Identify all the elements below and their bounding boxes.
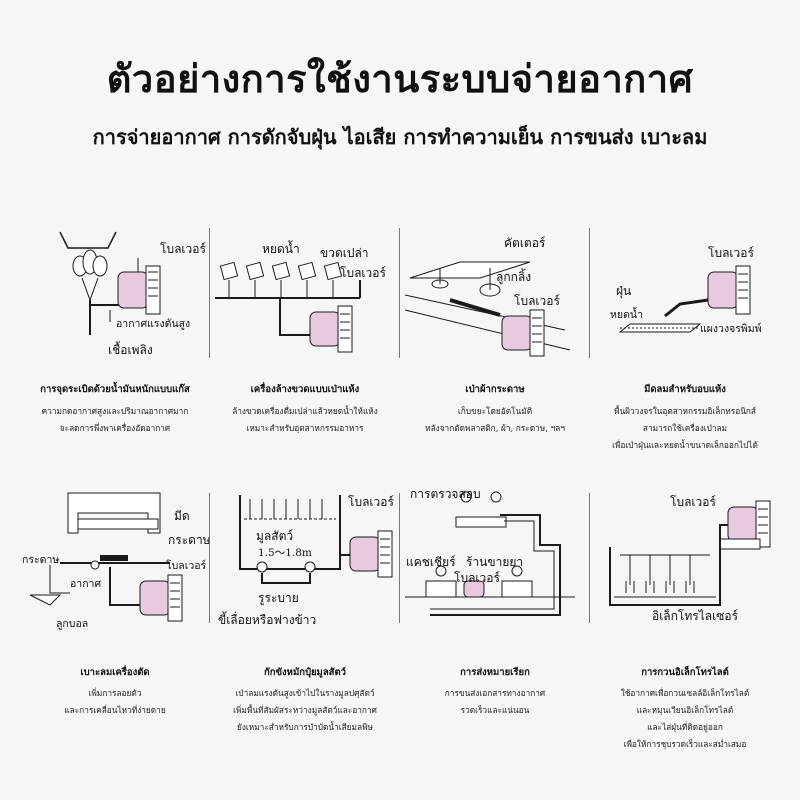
description-line: รวดเร็วและแน่นอน	[460, 705, 530, 715]
description: ความกดอากาศสูงและปริมาณอากาศมาก จะลดการพ…	[20, 403, 210, 437]
air-knife-diagram: โบลเวอร์ ฝุ่น หยดน้ำ แผงวงจรพิมพ์	[590, 220, 780, 365]
label-paper-right: กระดาษ	[168, 533, 211, 547]
description-line: สามารถใช้เครื่องเป่าลม	[642, 423, 728, 433]
blower-icon	[117, 265, 161, 315]
label-fuel: เชื้อเพลิง	[108, 343, 153, 357]
paper-blowing-drawing	[404, 261, 571, 357]
label-cutter: คัตเตอร์	[504, 236, 546, 250]
label-drain-hole: รูระบาย	[258, 591, 299, 605]
description-line: เหมาะสำหรับอุตสาหกรรมอาหาร	[246, 423, 364, 433]
pneumatic-tube-diagram: การตรวจสอบ แคชเชียร์ ร้านขายยา โบลเวอร์	[400, 485, 590, 630]
air-knife-drawing	[618, 265, 751, 333]
description: การขนส่งเอกสารทางอากาศ รวดเร็วและแน่นอน	[400, 685, 590, 719]
cell-divider	[209, 228, 210, 358]
label-blower: โบลเวอร์	[514, 294, 560, 308]
blower-icon	[707, 265, 751, 315]
description-line: ใช้อากาศเพื่อกวนเซลล์อิเล็กโทรไลต์	[620, 688, 750, 698]
description-line: ความกดอากาศสูงและปริมาณอากาศมาก	[41, 406, 189, 416]
blower-icon	[349, 530, 393, 578]
blower-icon	[139, 574, 183, 622]
description-line: เพื่อให้การชุบรวดเร็วและสม่ำเสมอ	[623, 739, 747, 749]
caption: มีดลมสำหรับอบแห้ง	[644, 384, 726, 395]
description-line: เพิ่มการลอยตัว	[88, 688, 142, 698]
description-line: จะลดการพึ่งพาเครื่องอัดอากาศ	[59, 423, 171, 433]
label-roller: ลูกกลิ้ง	[496, 270, 532, 284]
caption: เป่าผ้ากระดาษ	[465, 384, 525, 395]
blower-icon	[309, 305, 353, 353]
description-line: และการเคลื่อนไหวที่ง่ายดาย	[64, 705, 166, 715]
caption: การส่งหมายเรียก	[460, 667, 530, 678]
cell-divider	[399, 228, 400, 358]
label-dust: ฝุ่น	[616, 284, 632, 298]
description-line: และหมุนเวียนอิเล็กโทรไลต์	[636, 705, 734, 715]
pneumatic-tube-drawing	[405, 491, 575, 616]
description-line: เพื่อเป่าฝุ่นและหยดน้ำขนาดเล็กออกไปได้	[612, 440, 758, 450]
label-electrolyzer: อิเล็กโทรไลเซอร์	[652, 609, 739, 623]
air-cushion-drawing	[29, 492, 183, 622]
electrolyte-drawing	[609, 500, 771, 606]
label-water-drop: หยดน้ำ	[262, 242, 300, 256]
label-ball: ลูกบอล	[56, 618, 89, 630]
description-line: พื้นผิววงจรในอุตสาหกรรมอิเล็กทรอนิกส์	[614, 406, 756, 416]
description: เป่าลมแรงดันสูงเข้าไปในรางมูลปศุสัตว์ เพ…	[210, 685, 400, 736]
blower-icon	[501, 309, 545, 357]
description-line: เป่าลมแรงดันสูงเข้าไปในรางมูลปศุสัตว์	[235, 688, 375, 698]
description-line: หลังจากตัดพลาสติก, ผ้า, กระดาษ, ฯลฯ	[425, 423, 565, 433]
description-line: เพิ่มพื้นที่สัมผัสระหว่างมูลสัตว์และอากา…	[233, 705, 377, 715]
description-line: ยังเหมาะสำหรับการบำบัดน้ำเสียมลพิษ	[236, 722, 374, 732]
label-blower: โบลเวอร์	[348, 495, 394, 509]
description-line: และไล่ฝุ่นที่ติดอยู่ออก	[647, 722, 723, 732]
label-empty-bottle: ขวดเปล่า	[320, 246, 369, 260]
cell-divider	[589, 493, 590, 623]
label-depth: 1.5〜1.8m	[258, 547, 312, 559]
description: เก็บขยะโดยอัตโนมัติ หลังจากตัดพลาสติก, ผ…	[400, 403, 590, 437]
label-pharmacy: ร้านขายยา	[466, 555, 524, 569]
label-blower: โบลเวอร์	[160, 242, 206, 256]
label-manure: มูลสัตว์	[256, 529, 294, 543]
label-high-pressure-air: อากาศแรงดันสูง	[116, 318, 191, 330]
cell-divider	[209, 493, 210, 623]
label-inspection: การตรวจสอบ	[410, 487, 481, 501]
label-knife: มีด	[174, 509, 190, 523]
description: ล้างขวดเครื่องดื่มเปล่าแล้วหยดน้ำให้แห้ง…	[210, 403, 400, 437]
page-title: ตัวอย่างการใช้งานระบบจ่ายอากาศ	[106, 57, 694, 101]
label-blower: โบลเวอร์	[454, 571, 500, 585]
description: เพิ่มการลอยตัว และการเคลื่อนไหวที่ง่ายดา…	[20, 685, 210, 719]
paper-blowing-diagram: คัตเตอร์ ลูกกลิ้ง โบลเวอร์	[400, 220, 590, 365]
label-sawdust-straw: ขี้เลื่อยหรือฟางข้าว	[218, 613, 317, 627]
label-water-droplet: หยดน้ำ	[610, 309, 643, 321]
description-line: ล้างขวดเครื่องดื่มเปล่าแล้วหยดน้ำให้แห้ง	[232, 406, 378, 416]
cell-divider	[399, 493, 400, 623]
manure-composting-drawing	[239, 495, 393, 584]
caption: การจุดระเบิดด้วยน้ำมันหนักแบบแก๊ส	[40, 384, 190, 395]
label-air: อากาศ	[70, 578, 102, 590]
manure-composting-diagram: โบลเวอร์ มูลสัตว์ 1.5〜1.8m รูระบาย ขี้เล…	[210, 485, 400, 630]
label-cashier: แคชเชียร์	[406, 555, 456, 569]
cell-divider	[589, 228, 590, 358]
caption: กักขังหมักปุ๋ยมูลสัตว์	[264, 667, 346, 678]
gas-ignition-drawing	[59, 231, 161, 335]
description-line: เก็บขยะโดยอัตโนมัติ	[457, 406, 533, 416]
label-blower: โบลเวอร์	[166, 560, 207, 572]
description: ใช้อากาศเพื่อกวนเซลล์อิเล็กโทรไลต์ และหม…	[590, 685, 780, 753]
description-line: การขนส่งเอกสารทางอากาศ	[444, 688, 546, 698]
air-cushion-diagram: มีด กระดาษ กระดาษ โบลเวอร์ อากาศ ลูกบอล	[20, 485, 211, 630]
label-paper-left: กระดาษ	[22, 554, 60, 566]
caption: การกวนอิเล็กโทรไลต์	[641, 667, 729, 678]
gas-ignition-diagram: โบลเวอร์ อากาศแรงดันสูง เชื้อเพลิง	[20, 220, 210, 365]
label-blower: โบลเวอร์	[708, 246, 754, 260]
bottle-washing-diagram: หยดน้ำ ขวดเปล่า โบลเวอร์	[210, 220, 400, 365]
bottle-washing-drawing	[215, 261, 361, 353]
description: พื้นผิววงจรในอุตสาหกรรมอิเล็กทรอนิกส์ สา…	[590, 403, 780, 454]
electrolyte-diagram: โบลเวอร์ อิเล็กโทรไลเซอร์	[590, 485, 780, 630]
label-blower: โบลเวอร์	[340, 266, 386, 280]
label-blower: โบลเวอร์	[670, 495, 716, 509]
caption: เบาะลมเครื่องตัด	[80, 667, 150, 678]
page-subtitle: การจ่ายอากาศ การดักจับฝุ่น ไอเสีย การทำค…	[92, 125, 708, 149]
label-circuit-board: แผงวงจรพิมพ์	[700, 323, 762, 335]
blower-icon	[727, 500, 771, 548]
caption: เครื่องล้างขวดแบบเป่าแห้ง	[250, 384, 360, 395]
